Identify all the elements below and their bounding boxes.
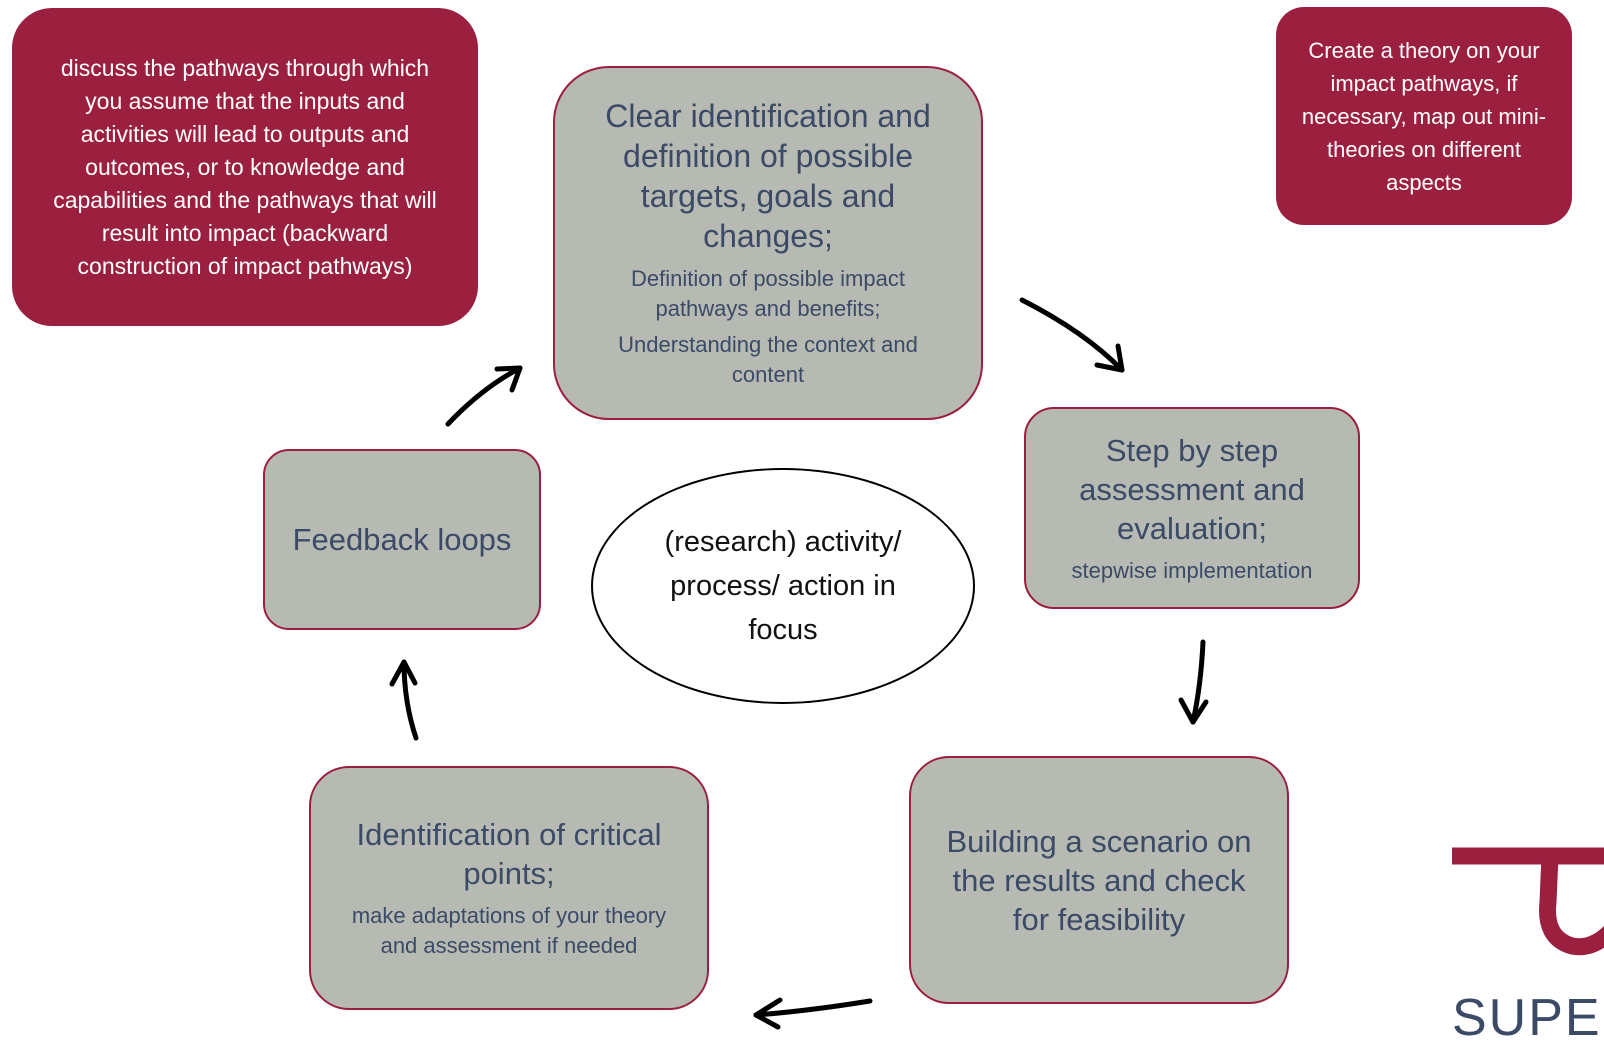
arrow-right-to-bottom-right: [1178, 639, 1209, 725]
step-critical-points-title: Identification of critical points;: [356, 817, 662, 891]
super-logo-mark: [1452, 847, 1604, 956]
arrow-left-to-top: [445, 365, 523, 427]
step-identification-of-targets-title: Clear identification and definition of p…: [605, 98, 931, 254]
step-assessment-and-evaluation-title: Step by step assessment and evaluation;: [1079, 432, 1305, 546]
note-theory-of-impact: Create a theory on your impact pathways,…: [1276, 7, 1572, 225]
step-identification-of-targets-detail-1: Definition of possible impact pathways a…: [631, 266, 905, 321]
step-critical-points: Identification of critical points; make …: [309, 766, 709, 1010]
super-logo: SUPER: [1440, 840, 1604, 1048]
arrow-top-to-right: [1019, 297, 1125, 373]
center-focus-text: (research) activity/ process/ action in …: [664, 526, 902, 646]
step-identification-of-targets-detail-2: Understanding the context and content: [618, 332, 918, 387]
step-assessment-and-evaluation-detail: stepwise implementation: [1071, 557, 1313, 583]
step-building-scenario: Building a scenario on the results and c…: [909, 756, 1289, 1004]
arrow-bottom-right-to-bottom-left: [753, 997, 873, 1030]
logo-mark-strokes: [1452, 847, 1604, 956]
step-feedback-loops-title: Feedback loops: [292, 522, 512, 557]
super-logo-text: SUPER: [1452, 989, 1604, 1047]
step-feedback-loops: Feedback loops: [263, 449, 541, 630]
step-assessment-and-evaluation: Step by step assessment and evaluation; …: [1024, 407, 1360, 609]
step-critical-points-detail: make adaptations of your theory and asse…: [351, 903, 667, 958]
step-identification-of-targets: Clear identification and definition of p…: [553, 66, 983, 420]
step-building-scenario-title: Building a scenario on the results and c…: [946, 823, 1252, 937]
note-backward-construction-text: discuss the pathways through which you a…: [53, 54, 437, 279]
note-theory-of-impact-text: Create a theory on your impact pathways,…: [1301, 37, 1547, 195]
logo-mark-stem: [1539, 855, 1604, 956]
center-focus-ellipse: (research) activity/ process/ action in …: [591, 468, 975, 704]
note-backward-construction: discuss the pathways through which you a…: [12, 8, 478, 326]
arrow-bottom-left-to-left: [389, 659, 419, 741]
